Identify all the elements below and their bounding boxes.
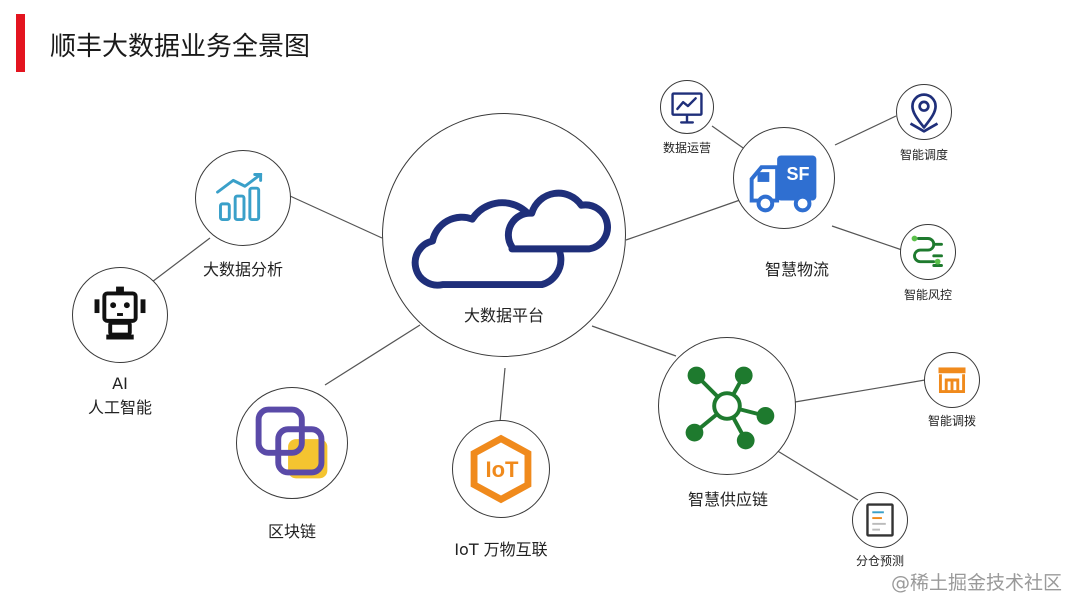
supply-chain-label: 智慧供应链 xyxy=(687,490,768,509)
link-platform-iot xyxy=(499,367,506,423)
link-platform-logistics xyxy=(625,199,741,241)
page-title: 顺丰大数据业务全景图 xyxy=(50,32,311,62)
logistics-node: SF xyxy=(733,127,835,229)
link-platform-blockchain xyxy=(324,324,421,386)
cloud-icon xyxy=(411,189,611,289)
blockchain-node xyxy=(236,387,348,499)
link-logistics-dispatch xyxy=(834,115,897,146)
supply-chain-node xyxy=(658,337,796,475)
data-ops-node xyxy=(660,80,714,134)
forecast-label: 分仓预测 xyxy=(855,554,904,568)
location-pin-icon xyxy=(909,93,939,133)
risk-control-label: 智能风控 xyxy=(903,288,952,302)
sf-logo-text: SF xyxy=(786,164,810,184)
dispatch-label: 智能调度 xyxy=(899,148,948,162)
title-accent-bar xyxy=(16,14,25,72)
iot-label: IoT 万物互联 xyxy=(454,540,548,559)
watermark: @稀土掘金技术社区 xyxy=(890,572,1062,594)
link-supply-forecast xyxy=(775,449,859,501)
warehouse-icon xyxy=(938,367,966,394)
platform-label: 大数据平台 xyxy=(464,306,545,325)
robot-icon xyxy=(94,286,146,340)
ai-node xyxy=(72,267,168,363)
ai-label-top: AI xyxy=(112,374,128,393)
document-icon xyxy=(866,503,894,537)
link-platform-supply xyxy=(591,325,677,357)
risk-control-node xyxy=(900,224,956,280)
blockchain-icon xyxy=(255,406,328,479)
analytics-label: 大数据分析 xyxy=(202,260,283,279)
bar-chart-icon xyxy=(216,173,263,222)
truck-icon xyxy=(749,155,817,213)
presentation-board-icon xyxy=(671,92,703,124)
ai-label-bottom: 人工智能 xyxy=(87,398,152,417)
risk-control-icon xyxy=(911,235,943,267)
iot-node: IoT xyxy=(452,420,550,518)
allocation-node xyxy=(924,352,980,408)
data-ops-label: 数据运营 xyxy=(662,141,711,155)
link-supply-allocation xyxy=(794,379,926,403)
link-logistics-dataops xyxy=(711,125,747,151)
dispatch-node xyxy=(896,84,952,140)
blockchain-label: 区块链 xyxy=(267,522,316,541)
allocation-label: 智能调拨 xyxy=(927,414,976,428)
link-analytics-ai xyxy=(147,237,211,286)
network-icon xyxy=(685,366,775,450)
iot-hexagon-icon xyxy=(470,434,532,504)
link-platform-analytics xyxy=(289,195,383,239)
analytics-node xyxy=(195,150,291,246)
iot-logo-text: IoT xyxy=(485,457,519,482)
logistics-label: 智慧物流 xyxy=(764,260,829,279)
platform-node xyxy=(382,113,626,357)
link-logistics-risk xyxy=(831,225,903,251)
forecast-node xyxy=(852,492,908,548)
